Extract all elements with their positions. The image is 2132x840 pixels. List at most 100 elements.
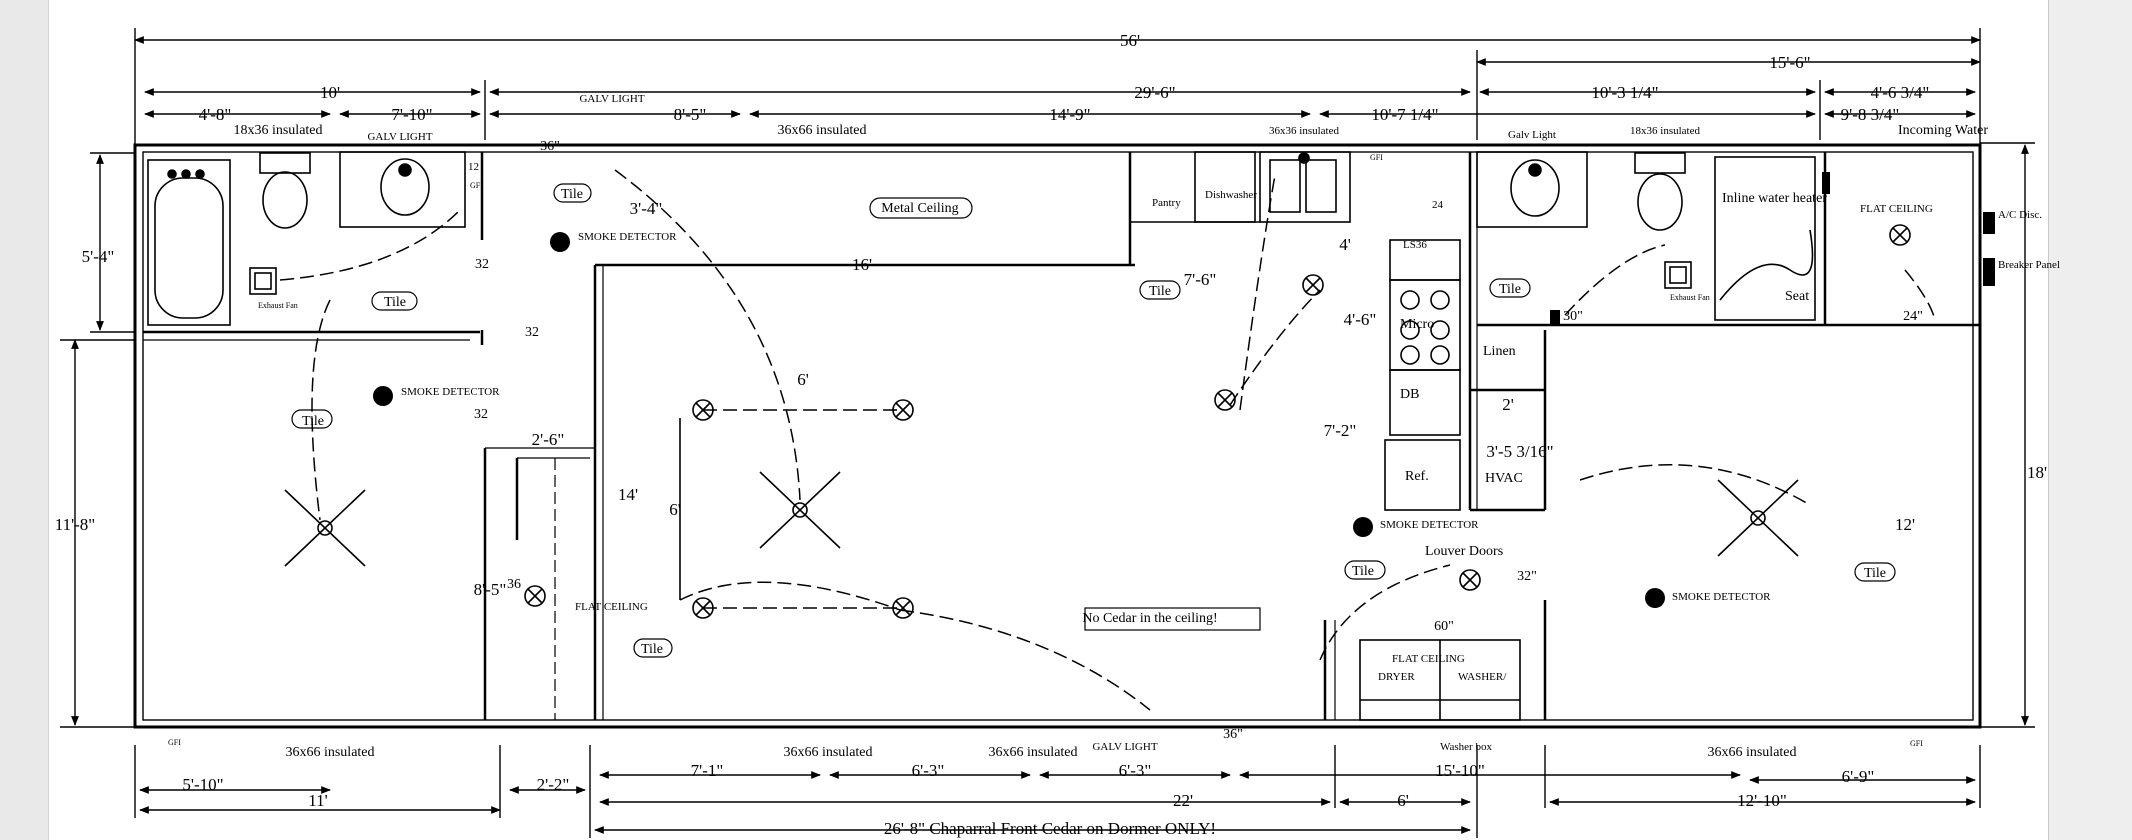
svg-text:26'-8" Chaparral Front Cedar o: 26'-8" Chaparral Front Cedar on Dormer O… — [884, 819, 1216, 838]
light-fixture-icon — [1302, 274, 1324, 296]
svg-text:32: 32 — [474, 407, 488, 422]
svg-text:GFI: GFI — [470, 181, 483, 190]
svg-text:DB: DB — [1400, 387, 1419, 402]
svg-text:Exhaust Fan: Exhaust Fan — [258, 301, 298, 310]
svg-text:6': 6' — [1397, 791, 1409, 810]
room-labels: 18x36 insulated 36x66 insulated 36x36 in… — [168, 93, 2060, 760]
svg-text:Breaker Panel: Breaker Panel — [1998, 259, 2060, 271]
svg-text:GFI: GFI — [168, 738, 181, 747]
svg-text:24": 24" — [1903, 309, 1923, 324]
svg-text:15'-10": 15'-10" — [1435, 761, 1485, 780]
svg-text:18x36 insulated: 18x36 insulated — [1630, 125, 1700, 137]
light-fixture-icon — [524, 585, 546, 607]
svg-text:24: 24 — [1432, 199, 1444, 211]
svg-text:16': 16' — [852, 255, 872, 274]
svg-text:SMOKE DETECTOR: SMOKE DETECTOR — [1380, 519, 1479, 531]
svg-text:7'-2": 7'-2" — [1324, 421, 1357, 440]
svg-text:12'-10": 12'-10" — [1737, 791, 1787, 810]
interior-walls — [143, 152, 1980, 720]
svg-text:6'-9": 6'-9" — [1842, 767, 1875, 786]
svg-text:Tile: Tile — [302, 414, 324, 429]
light-fixture-icon — [1459, 569, 1481, 591]
light-fixture-icon — [1214, 389, 1236, 411]
svg-text:36: 36 — [507, 577, 521, 592]
svg-text:GFI: GFI — [1370, 153, 1383, 162]
svg-text:8'-5": 8'-5" — [474, 580, 507, 599]
svg-text:6'-3": 6'-3" — [1119, 761, 1152, 780]
ceiling-fan-icon — [1717, 479, 1799, 557]
svg-text:SMOKE DETECTOR: SMOKE DETECTOR — [401, 386, 500, 398]
svg-text:32: 32 — [525, 325, 539, 340]
svg-text:15'-6": 15'-6" — [1769, 53, 1810, 72]
svg-text:2'-6": 2'-6" — [532, 430, 565, 449]
svg-text:36x66 insulated: 36x66 insulated — [285, 745, 374, 760]
ceiling-fan-icon — [759, 471, 841, 549]
svg-text:Metal Ceiling: Metal Ceiling — [881, 201, 958, 216]
svg-text:4'-8": 4'-8" — [199, 105, 232, 124]
dimension-lines — [60, 28, 2035, 838]
svg-text:36": 36" — [540, 139, 560, 154]
svg-text:30": 30" — [1563, 309, 1583, 324]
svg-text:7'-10": 7'-10" — [391, 105, 432, 124]
svg-text:7'-6": 7'-6" — [1184, 270, 1217, 289]
svg-text:Louver Doors: Louver Doors — [1425, 544, 1503, 559]
svg-text:4'-6": 4'-6" — [1344, 310, 1377, 329]
svg-text:WASHER/: WASHER/ — [1458, 671, 1507, 683]
svg-text:6'-3": 6'-3" — [912, 761, 945, 780]
svg-text:Linen: Linen — [1483, 344, 1516, 359]
fixtures — [147, 151, 1816, 721]
svg-text:10'-3 1/4": 10'-3 1/4" — [1591, 83, 1658, 102]
svg-text:14'-9": 14'-9" — [1049, 105, 1090, 124]
svg-text:32: 32 — [475, 257, 489, 272]
svg-text:Tile: Tile — [1499, 282, 1521, 297]
svg-text:FLAT CEILING: FLAT CEILING — [575, 601, 648, 613]
svg-text:10'-7 1/4": 10'-7 1/4" — [1371, 105, 1438, 124]
svg-text:Incoming Water: Incoming Water — [1898, 123, 1988, 138]
svg-text:18': 18' — [2027, 463, 2047, 482]
svg-text:LS36: LS36 — [1403, 239, 1427, 251]
svg-text:36x66 insulated: 36x66 insulated — [777, 123, 866, 138]
svg-text:3'-5 3/16": 3'-5 3/16" — [1486, 442, 1553, 461]
svg-text:12': 12' — [1895, 515, 1915, 534]
svg-text:29'-6": 29'-6" — [1134, 83, 1175, 102]
svg-text:60": 60" — [1434, 619, 1454, 634]
svg-text:36x66 insulated: 36x66 insulated — [783, 745, 872, 760]
svg-text:Washer box: Washer box — [1440, 741, 1492, 753]
svg-text:Tile: Tile — [384, 295, 406, 310]
svg-text:4': 4' — [1339, 235, 1351, 254]
exterior-walls — [133, 143, 1982, 729]
left-gutter — [0, 0, 49, 840]
svg-text:GALV LIGHT: GALV LIGHT — [367, 131, 432, 143]
switch-arcs — [279, 169, 1936, 711]
svg-text:GALV LIGHT: GALV LIGHT — [1092, 741, 1157, 753]
label-boxes — [291, 183, 1896, 658]
svg-text:2': 2' — [1502, 395, 1514, 414]
dimension-labels: 56' 15'-6" 10' 29'-6" 10'-3 1/4" 4'-6 3/… — [55, 31, 2047, 838]
svg-text:Micro: Micro — [1400, 317, 1434, 332]
svg-text:3'-4": 3'-4" — [630, 199, 663, 218]
svg-text:Dishwasher: Dishwasher — [1205, 189, 1257, 201]
svg-text:36x36 insulated: 36x36 insulated — [1269, 125, 1339, 137]
svg-text:5'-4": 5'-4" — [82, 247, 115, 266]
svg-text:2'-2": 2'-2" — [537, 775, 570, 794]
svg-text:A/C Disc.: A/C Disc. — [1998, 209, 2042, 221]
svg-text:Ref.: Ref. — [1405, 469, 1429, 484]
svg-text:18x36 insulated: 18x36 insulated — [233, 123, 322, 138]
svg-text:FLAT CEILING: FLAT CEILING — [1392, 653, 1465, 665]
svg-text:Tile: Tile — [561, 187, 583, 202]
svg-text:GFI: GFI — [1910, 739, 1923, 748]
svg-text:HVAC: HVAC — [1485, 471, 1523, 486]
svg-text:6': 6' — [797, 370, 809, 389]
svg-text:6': 6' — [669, 500, 681, 519]
svg-text:Tile: Tile — [1149, 284, 1171, 299]
svg-text:10': 10' — [320, 83, 340, 102]
light-fixture-icon — [1889, 224, 1911, 246]
ceiling-fixtures — [284, 224, 1911, 619]
svg-text:4'-6 3/4": 4'-6 3/4" — [1871, 83, 1930, 102]
ceiling-fan-icon — [284, 489, 366, 567]
svg-text:36x66 insulated: 36x66 insulated — [1707, 745, 1796, 760]
svg-text:Galv Light: Galv Light — [1508, 129, 1556, 141]
svg-text:FLAT CEILING: FLAT CEILING — [1860, 203, 1933, 215]
svg-text:Inline water heater: Inline water heater — [1722, 191, 1827, 206]
